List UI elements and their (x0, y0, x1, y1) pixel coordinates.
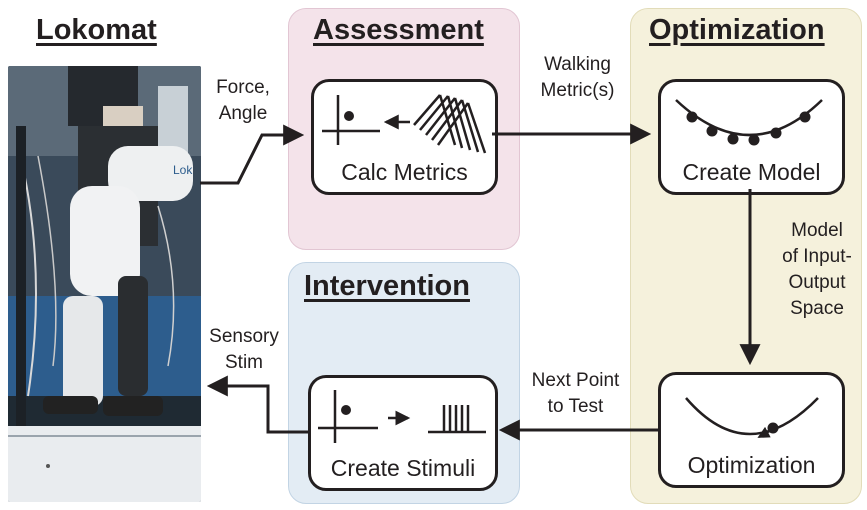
optimization-box: Optimization (658, 372, 845, 488)
create-stimuli-point (341, 405, 351, 415)
model-space-label: Model of Input- Output Space (767, 218, 867, 322)
sensory-stim-line-2: Stim (225, 352, 263, 373)
create-stimuli-label: Create Stimuli (330, 455, 476, 481)
create-stimuli-box: Create Stimuli (308, 375, 498, 491)
assessment-title: Assessment (313, 14, 484, 46)
optimization-title: Optimization (649, 14, 825, 46)
next-point-line-1: Next Point (531, 370, 620, 391)
sensory-stim-arrow (206, 375, 308, 434)
calc-metrics-label: Calc Metrics (341, 159, 468, 185)
device-label: Lok (173, 163, 193, 177)
force-angle-arrow (200, 124, 305, 185)
lokomat-illustration: Lok (8, 66, 201, 502)
sensory-stim-line-1: Sensory (209, 326, 279, 347)
next-point-label: Next Point to Test (518, 368, 633, 420)
optimization-label: Optimization (687, 452, 816, 478)
lokomat-photo: Lok (8, 66, 201, 502)
force-angle-line-1: Force, (216, 77, 270, 98)
create-stimuli-glyph (318, 390, 486, 443)
model-space-line-3: Output (788, 272, 846, 293)
model-space-line-2: of Input- (782, 246, 852, 267)
sensory-stim-label: Sensory Stim (196, 324, 292, 376)
lokomat-title: Lokomat (36, 14, 157, 46)
walking-metrics-line-2: Metric(s) (540, 80, 615, 101)
calc-metrics-point (344, 111, 354, 121)
intervention-title: Intervention (304, 270, 470, 302)
optimization-glyph (685, 397, 819, 438)
next-point-line-2: to Test (547, 396, 604, 417)
model-space-line-1: Model (791, 220, 843, 241)
walking-metrics-label: Walking Metric(s) (530, 52, 625, 104)
force-angle-line-2: Angle (218, 103, 268, 124)
force-angle-label: Force, Angle (208, 75, 278, 127)
create-model-label: Create Model (682, 159, 821, 185)
model-space-line-4: Space (790, 298, 844, 319)
calc-metrics-glyph (322, 94, 487, 154)
create-model-glyph (675, 99, 823, 146)
walking-metrics-line-1: Walking (544, 54, 611, 75)
